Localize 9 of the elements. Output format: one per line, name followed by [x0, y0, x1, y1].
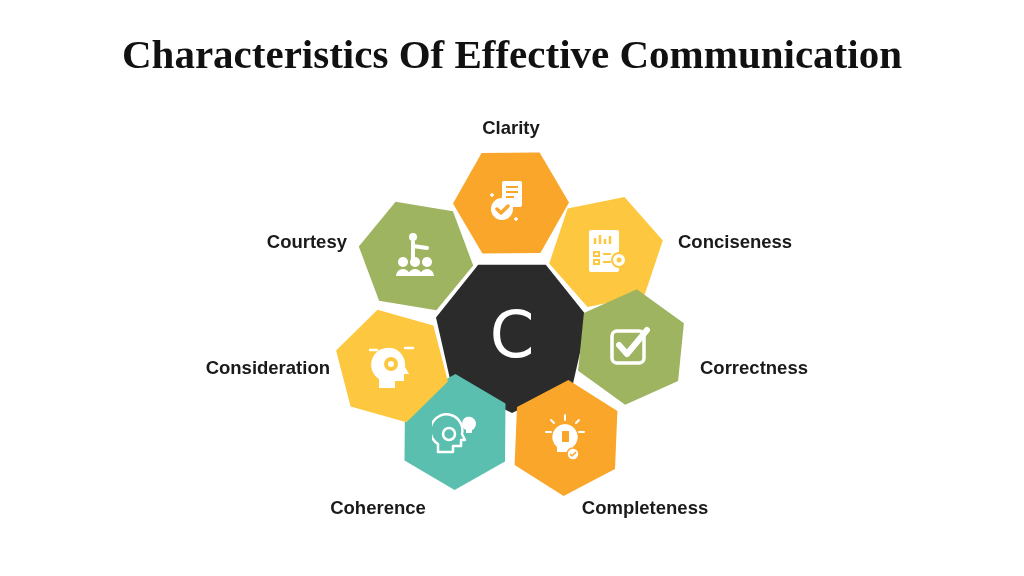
center-letter: C — [489, 303, 535, 367]
characteristic-label: Consideration — [205, 358, 330, 378]
characteristic-label: Clarity — [482, 118, 540, 138]
characteristic-label: Conciseness — [678, 232, 793, 252]
characteristic-label: Completeness — [581, 498, 709, 518]
title: Characteristics Of Effective Communication — [122, 30, 902, 78]
characteristic-label: Courtesy — [266, 232, 347, 252]
characteristic-label: Coherence — [330, 498, 426, 518]
characteristic-label: Correctness — [700, 358, 808, 378]
